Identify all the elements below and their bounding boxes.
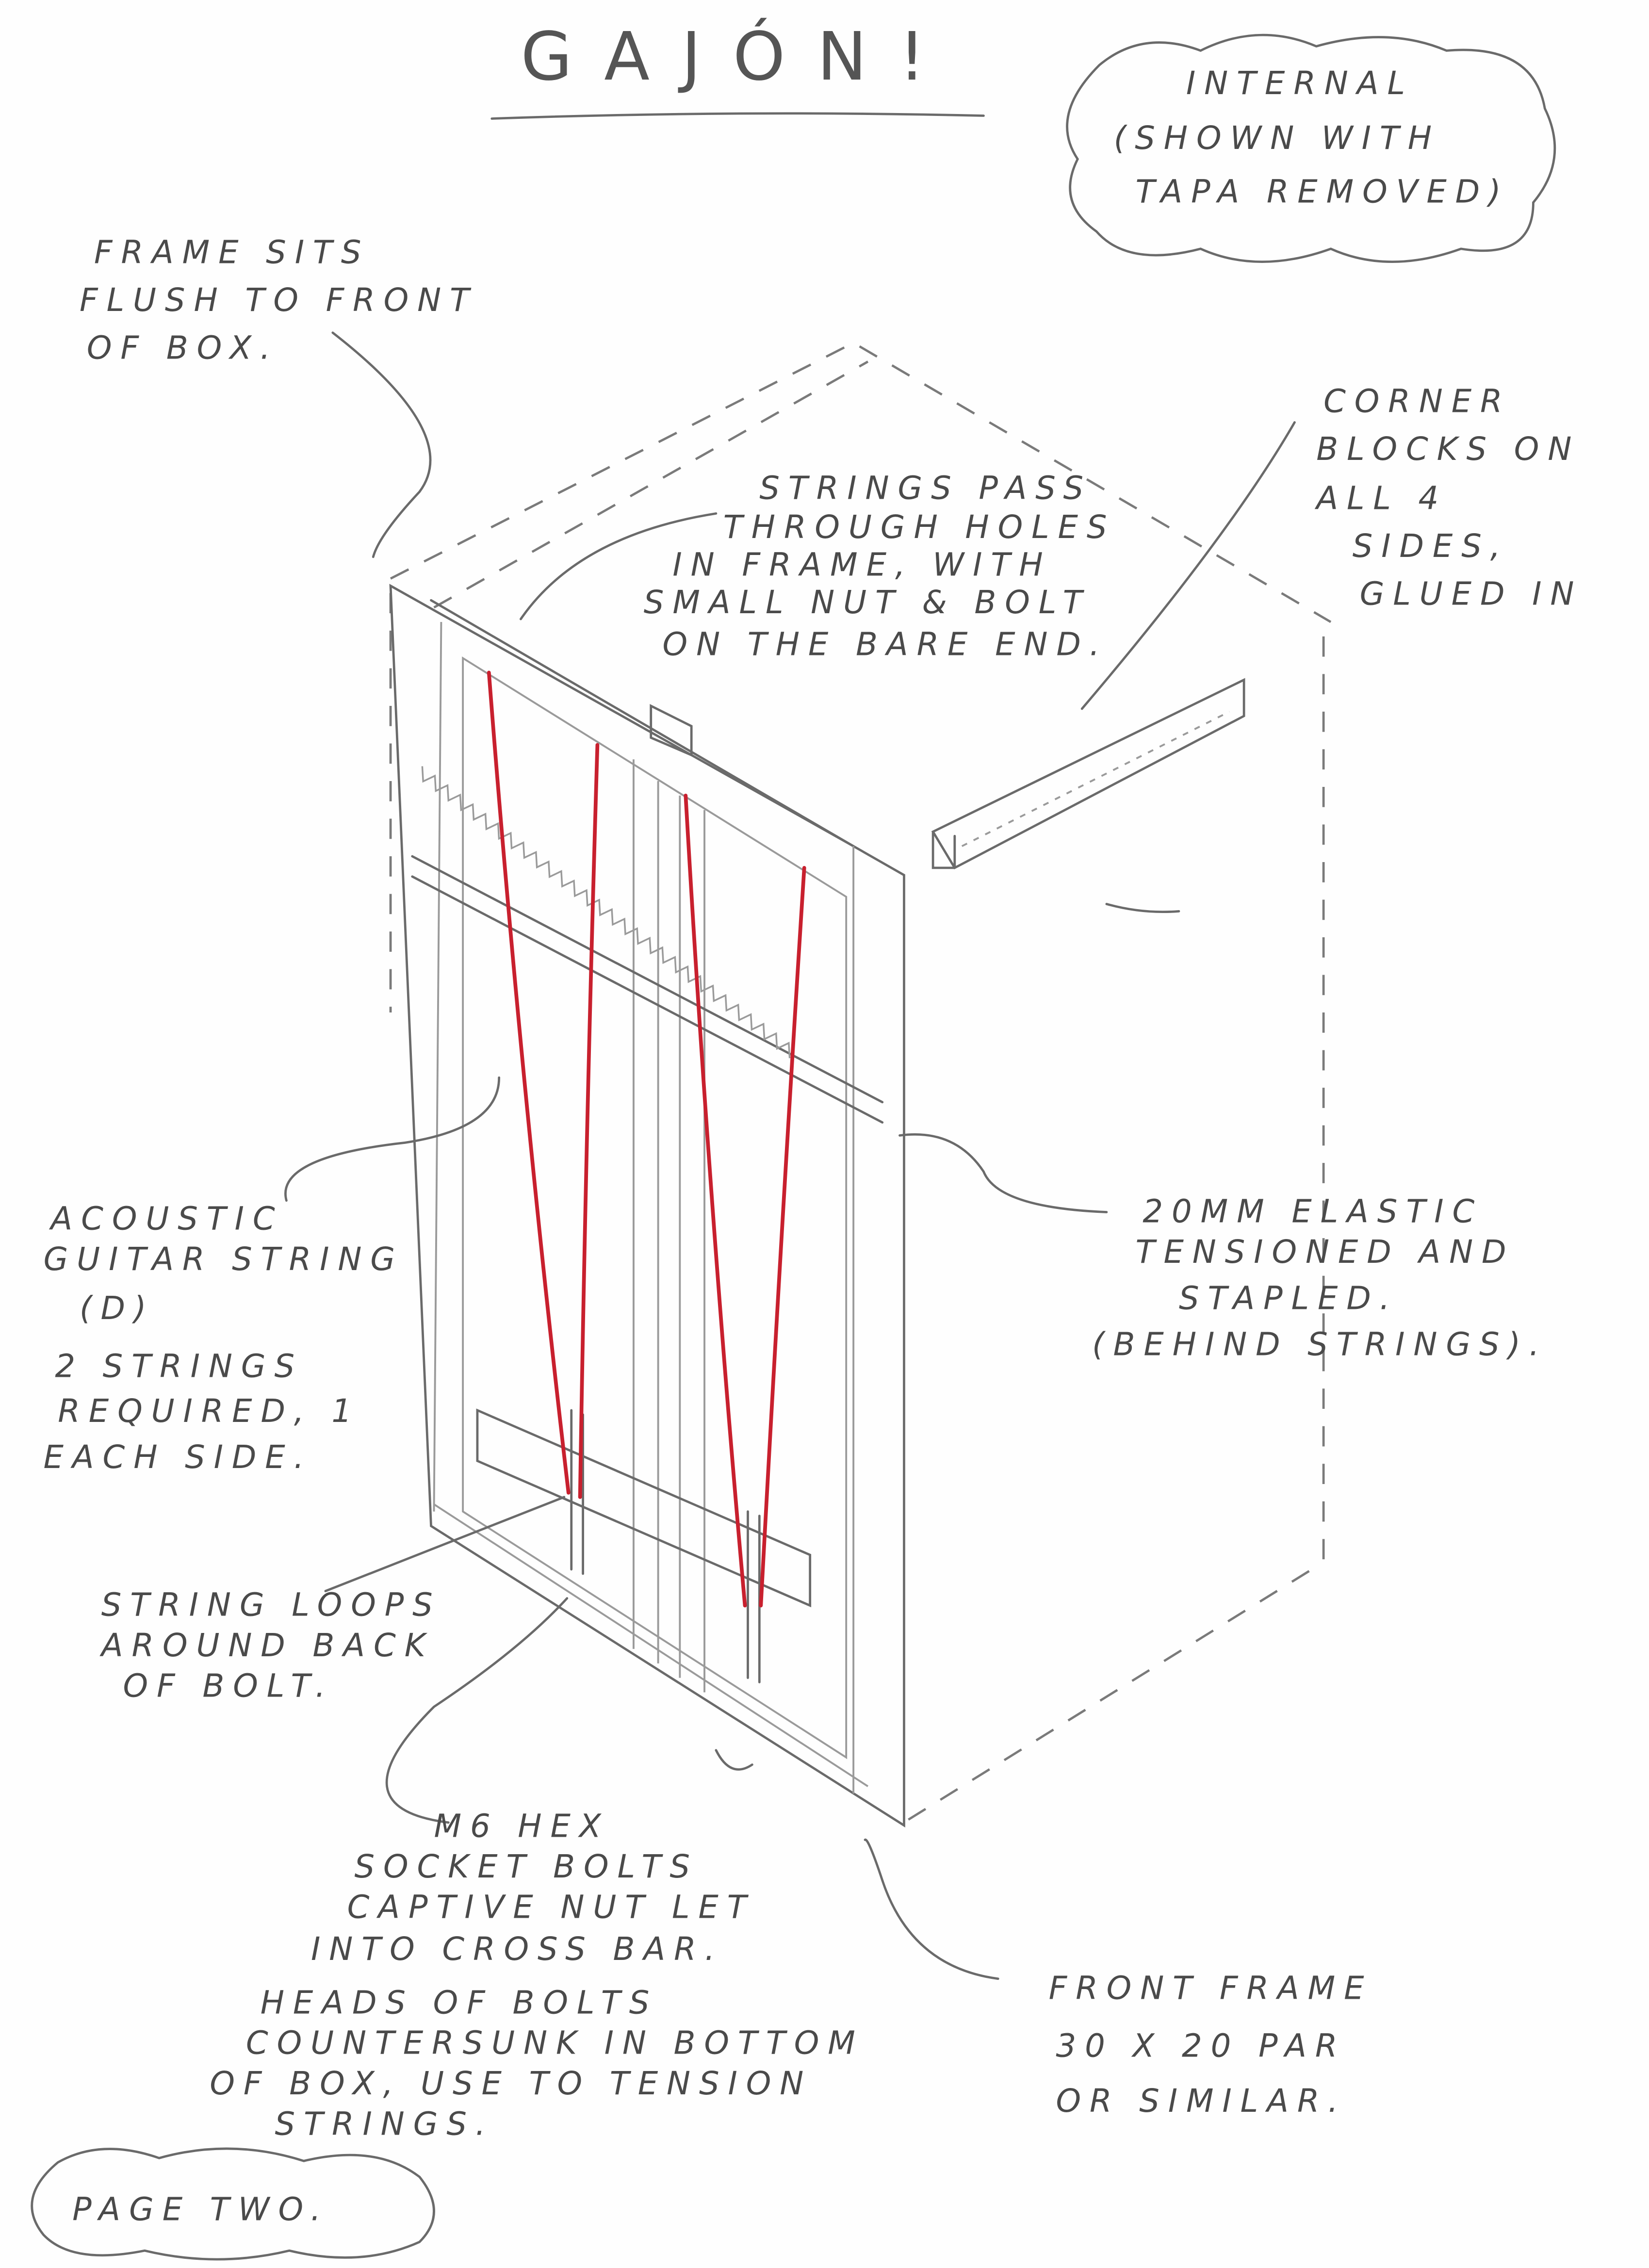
title: GAJÓN! <box>521 17 957 96</box>
cross-bar <box>476 1408 812 1683</box>
note-line: TAPA REMOVED) <box>1136 173 1510 210</box>
note-line: FLUSH TO FRONT <box>80 282 478 319</box>
note-line: (D) <box>80 1290 155 1327</box>
note-line: ON THE BARE END. <box>663 626 1109 663</box>
note-line: FRONT FRAME <box>1049 1970 1373 2007</box>
note-line: GUITAR STRING <box>43 1241 403 1278</box>
note-line: GLUED IN <box>1360 575 1583 612</box>
leader-lines <box>284 331 1296 1980</box>
note-line: SOCKET BOLTS <box>355 1848 699 1885</box>
note-line: 20MM ELASTIC <box>1143 1193 1483 1230</box>
note-line: M6 HEX <box>434 1808 609 1845</box>
note-line: FRAME SITS <box>94 234 370 271</box>
note-line: OF BOLT. <box>123 1667 334 1704</box>
elastic-note: 20MM ELASTIC TENSIONED AND STAPLED. (BEH… <box>1092 1193 1548 1363</box>
note-line: ACOUSTIC <box>49 1200 283 1237</box>
strings-pass-note: STRINGS PASS THROUGH HOLES IN FRAME, WIT… <box>644 470 1116 663</box>
note-line: SIDES, <box>1353 528 1509 565</box>
corner-blocks-note: CORNER BLOCKS ON ALL 4 SIDES, GLUED IN <box>1314 383 1583 613</box>
note-line: SMALL NUT & BOLT <box>644 584 1091 621</box>
note-line: INTO CROSS BAR. <box>311 1931 723 1968</box>
bolt-heads-note: HEADS OF BOLTS COUNTERSUNK IN BOTTOM OF … <box>210 1984 864 2143</box>
front-frame <box>389 584 905 1827</box>
note-line: OF BOX. <box>87 329 279 366</box>
note-line: BLOCKS ON <box>1316 431 1580 468</box>
note-line: THROUGH HOLES <box>723 509 1116 546</box>
note-line: STRING LOOPS <box>101 1586 441 1623</box>
note-line: CORNER <box>1323 383 1511 420</box>
note-line: 2 STRINGS <box>55 1348 303 1385</box>
note-line: ALL 4 <box>1314 480 1447 517</box>
page-label: PAGE TWO. <box>72 2191 329 2228</box>
frame-sits-note: FRAME SITS FLUSH TO FRONT OF BOX. <box>80 234 478 367</box>
note-line: INTERNAL <box>1186 65 1414 102</box>
string <box>684 793 747 1608</box>
elastic-band <box>411 766 884 1124</box>
corner-block <box>931 678 1245 870</box>
string <box>759 866 806 1608</box>
box-outline <box>389 341 1332 1821</box>
note-line: CAPTIVE NUT LET <box>347 1889 755 1925</box>
string-loops-note: STRING LOOPS AROUND BACK OF BOLT. <box>99 1586 441 1704</box>
page-cloud <box>31 2147 435 2261</box>
note-line: STRINGS PASS <box>759 470 1092 507</box>
note-line: EACH SIDE. <box>43 1439 312 1476</box>
front-frame-note: FRONT FRAME 30 X 20 PAR OR SIMILAR. <box>1049 1970 1373 2120</box>
acoustic-string-note: ACOUSTIC GUITAR STRING (D) <box>43 1200 403 1327</box>
note-line: TENSIONED AND <box>1136 1234 1515 1271</box>
note-line: AROUND BACK <box>99 1627 434 1664</box>
internal-note: INTERNAL (SHOWN WITH TAPA REMOVED) <box>1114 65 1510 211</box>
note-line: 30 X 20 PAR <box>1056 2028 1346 2065</box>
note-line: HEADS OF BOLTS <box>261 1984 658 2021</box>
m6-bolts-note: M6 HEX SOCKET BOLTS CAPTIVE NUT LET INTO… <box>311 1808 755 1968</box>
note-line: COUNTERSUNK IN BOTTOM <box>246 2025 864 2062</box>
note-line: (BEHIND STRINGS). <box>1092 1326 1548 1363</box>
internal-cloud <box>1066 33 1556 263</box>
guitar-strings <box>487 670 806 1608</box>
string <box>487 670 571 1495</box>
note-line: STRINGS. <box>275 2106 494 2143</box>
string <box>578 743 600 1499</box>
note-line: REQUIRED, 1 <box>58 1393 360 1430</box>
strings-required-note: 2 STRINGS REQUIRED, 1 EACH SIDE. <box>43 1348 360 1476</box>
title-underline <box>490 112 985 120</box>
note-line: IN FRAME, WITH <box>672 547 1051 584</box>
note-line: STAPLED. <box>1179 1280 1399 1317</box>
note-line: (SHOWN WITH <box>1114 120 1440 157</box>
note-line: OR SIMILAR. <box>1056 2083 1347 2120</box>
note-line: OF BOX, USE TO TENSION <box>210 2065 812 2102</box>
